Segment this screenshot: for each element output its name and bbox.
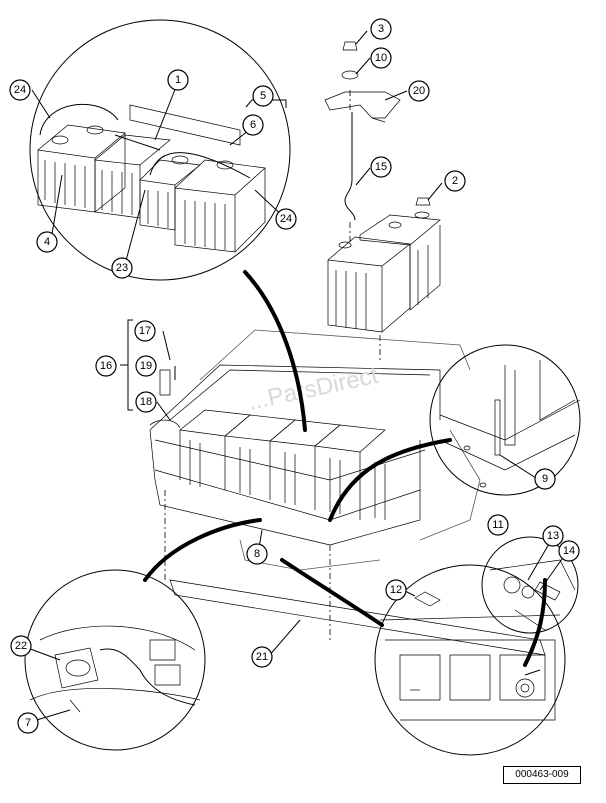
callout-1: 1: [167, 69, 189, 91]
svg-text:19: 19: [140, 360, 152, 372]
callout-3: 3: [370, 18, 392, 40]
watermark-text: ...ParsDirect: [246, 362, 381, 416]
svg-text:11: 11: [492, 519, 503, 531]
connector-arrows: [143, 270, 547, 676]
svg-text:23: 23: [116, 262, 128, 274]
callout-16: 16: [95, 355, 117, 377]
callout-24-top: 24: [9, 79, 31, 101]
svg-text:15: 15: [375, 161, 387, 173]
detail-circle-battery-pack: [29, 19, 291, 281]
callout-20: 20: [408, 80, 430, 102]
callout-19: 19: [135, 355, 157, 377]
svg-text:24: 24: [280, 213, 292, 225]
callout-11: 11: [487, 514, 509, 536]
svg-text:17: 17: [139, 325, 151, 337]
group-bracket-16: [127, 319, 133, 411]
svg-text:14: 14: [563, 545, 575, 557]
callout-22: 22: [10, 635, 32, 657]
callout-17: 17: [134, 320, 156, 342]
battery-tray-assembly: [149, 329, 546, 656]
svg-text:21: 21: [256, 651, 268, 663]
svg-text:6: 6: [250, 119, 256, 131]
callout-15: 15: [370, 156, 392, 178]
callout-10: 10: [370, 47, 392, 69]
svg-text:24: 24: [14, 84, 26, 96]
callout-8: 8: [246, 543, 268, 565]
svg-text:1: 1: [175, 74, 181, 86]
detail-circle-harness: [24, 569, 206, 751]
callout-14: 14: [558, 540, 580, 562]
callout-24-right: 24: [275, 208, 297, 230]
callout-labels: 1 2 3 4 5 6 7 8 9 10 11 12 13 14 15 16 1…: [9, 18, 580, 734]
detail-circle-mount: [429, 344, 581, 496]
callout-5: 5: [252, 85, 274, 107]
svg-text:20: 20: [413, 85, 425, 97]
callout-18: 18: [135, 391, 157, 413]
document-id-label: 000463-009: [503, 766, 581, 784]
callout-9: 9: [534, 468, 556, 490]
svg-text:8: 8: [254, 548, 260, 560]
svg-text:22: 22: [15, 640, 27, 652]
callout-23: 23: [111, 257, 133, 279]
svg-text:4: 4: [44, 236, 50, 248]
svg-text:10: 10: [375, 52, 387, 64]
svg-text:7: 7: [25, 717, 31, 729]
svg-text:2: 2: [452, 175, 458, 187]
callout-12: 12: [385, 579, 407, 601]
callout-4: 4: [36, 231, 58, 253]
svg-text:5: 5: [260, 90, 266, 102]
callout-13: 13: [542, 525, 564, 547]
svg-text:18: 18: [140, 396, 152, 408]
callout-7: 7: [17, 712, 39, 734]
callout-21: 21: [251, 646, 273, 668]
svg-text:13: 13: [547, 530, 559, 542]
detail-circle-fastener: [481, 536, 579, 634]
callout-6: 6: [242, 114, 264, 136]
svg-text:3: 3: [378, 23, 384, 35]
callout-2: 2: [444, 170, 466, 192]
svg-text:12: 12: [390, 584, 402, 596]
svg-text:9: 9: [542, 473, 548, 485]
svg-text:16: 16: [100, 360, 112, 372]
